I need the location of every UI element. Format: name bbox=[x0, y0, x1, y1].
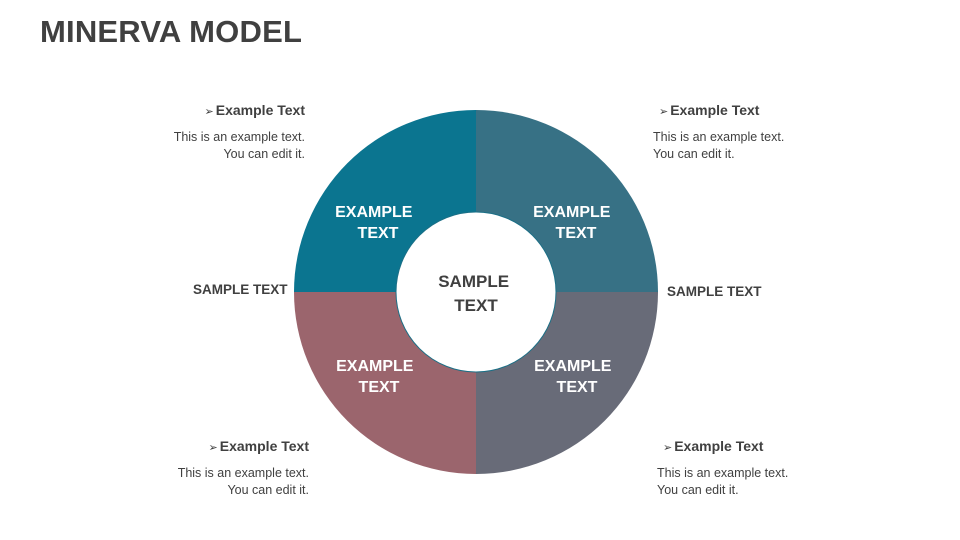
center-label: SAMPLE TEXT bbox=[438, 272, 514, 315]
callout-top-right: ➢Example Text This is an example text. Y… bbox=[653, 101, 893, 163]
segment-bottom-right-label: EXAMPLE TEXT bbox=[534, 358, 616, 396]
side-label-left: SAMPLE TEXT bbox=[193, 282, 288, 297]
callout-body: This is an example text. You can edit it… bbox=[653, 130, 785, 161]
callout-heading: ➢Example Text bbox=[663, 438, 764, 454]
page-title: MINERVA MODEL bbox=[40, 14, 303, 49]
segment-bottom-left-label: EXAMPLE TEXT bbox=[336, 358, 418, 396]
arrow-bullet-icon: ➢ bbox=[208, 442, 218, 454]
callout-heading: ➢Example Text bbox=[204, 102, 305, 118]
callout-heading: ➢Example Text bbox=[208, 438, 309, 454]
callout-body: This is an example text. You can edit it… bbox=[173, 130, 305, 161]
callout-body: This is an example text. You can edit it… bbox=[177, 466, 309, 497]
side-label-right: SAMPLE TEXT bbox=[667, 284, 762, 299]
arrow-bullet-icon: ➢ bbox=[659, 106, 669, 118]
arrow-bullet-icon: ➢ bbox=[663, 442, 673, 454]
callout-bottom-right: ➢Example Text This is an example text. Y… bbox=[657, 437, 897, 499]
segment-top-right-label: EXAMPLE TEXT bbox=[533, 204, 615, 242]
callout-bottom-left: ➢Example Text This is an example text. Y… bbox=[69, 437, 309, 499]
center-circle[interactable] bbox=[395, 211, 557, 373]
callout-top-left: ➢Example Text This is an example text. Y… bbox=[65, 101, 305, 163]
segment-top-left-label: EXAMPLE TEXT bbox=[335, 204, 417, 242]
callout-body: This is an example text. You can edit it… bbox=[657, 466, 789, 497]
arrow-bullet-icon: ➢ bbox=[204, 106, 214, 118]
callout-heading: ➢Example Text bbox=[659, 102, 760, 118]
